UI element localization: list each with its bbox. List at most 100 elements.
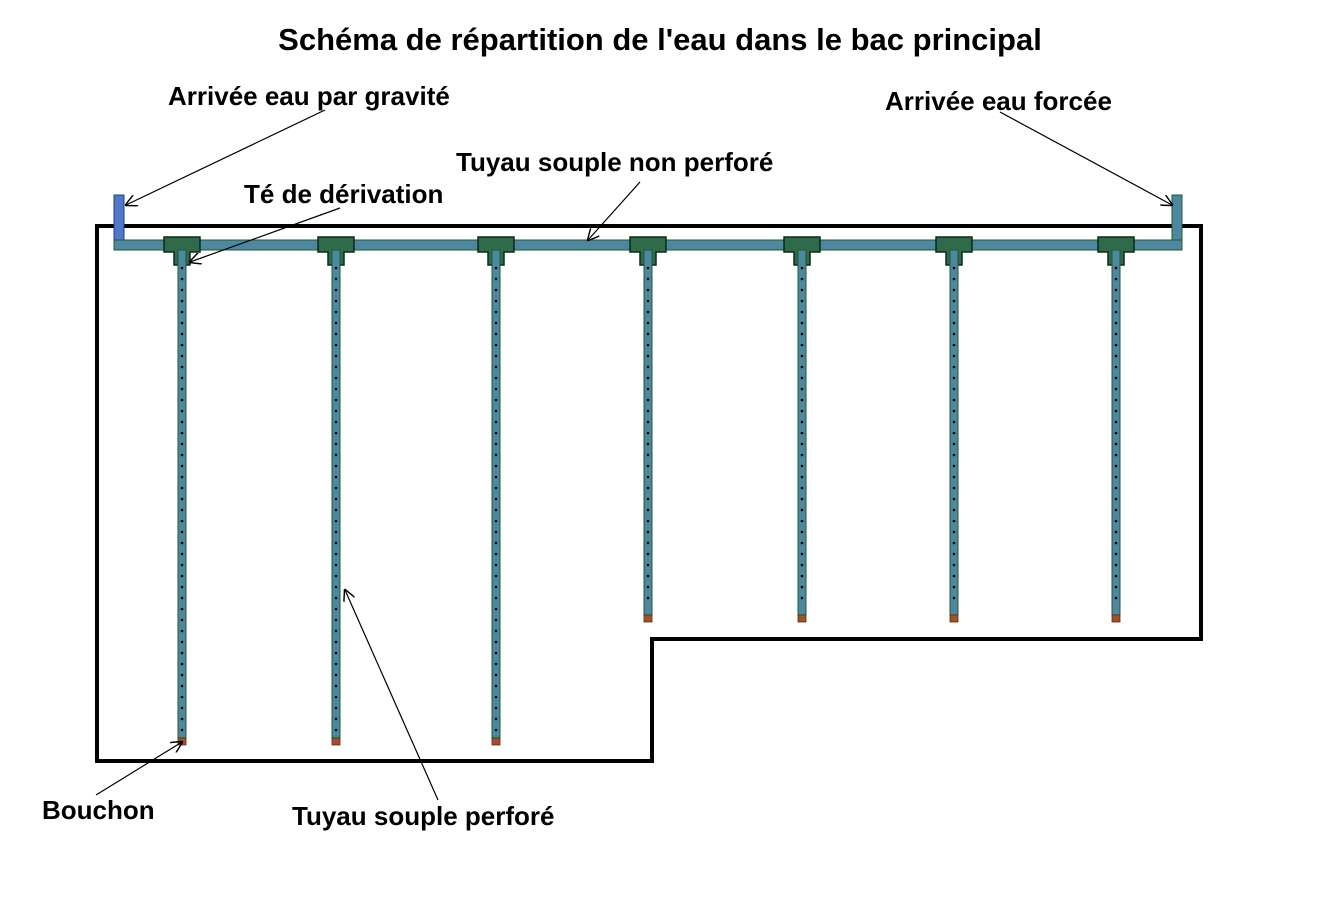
perforation-hole xyxy=(494,409,498,413)
perforation-hole xyxy=(800,585,804,589)
perforation-hole xyxy=(646,519,650,523)
perforation-hole xyxy=(646,343,650,347)
perforation-hole xyxy=(334,706,338,710)
perforation-hole xyxy=(800,321,804,325)
perforation-hole xyxy=(494,541,498,545)
perforation-hole xyxy=(646,321,650,325)
perforation-hole xyxy=(494,607,498,611)
arrow-gravity-inlet xyxy=(126,109,326,205)
perforation-hole xyxy=(1114,310,1118,314)
label-plug: Bouchon xyxy=(42,795,155,825)
perforation-hole xyxy=(334,464,338,468)
perforation-hole xyxy=(494,321,498,325)
perforation-hole xyxy=(494,552,498,556)
perforation-hole xyxy=(180,321,184,325)
perforation-hole xyxy=(180,651,184,655)
perforation-hole xyxy=(800,530,804,534)
perforation-hole xyxy=(180,453,184,457)
perforation-hole xyxy=(334,563,338,567)
perforation-hole xyxy=(334,277,338,281)
perforation-hole xyxy=(1114,442,1118,446)
perforation-hole xyxy=(180,629,184,633)
perforation-hole xyxy=(180,365,184,369)
perforation-hole xyxy=(180,486,184,490)
perforation-hole xyxy=(646,464,650,468)
perforation-hole xyxy=(646,486,650,490)
perforation-hole xyxy=(646,453,650,457)
perforation-hole xyxy=(494,706,498,710)
perforation-hole xyxy=(952,420,956,424)
perforation-hole xyxy=(180,442,184,446)
perforation-hole xyxy=(952,431,956,435)
perforation-hole xyxy=(334,541,338,545)
perforation-hole xyxy=(334,574,338,578)
perforation-hole xyxy=(334,684,338,688)
perforation-hole xyxy=(494,332,498,336)
perforation-hole xyxy=(334,530,338,534)
perforation-hole xyxy=(646,299,650,303)
perforation-hole xyxy=(952,442,956,446)
perforation-hole xyxy=(952,464,956,468)
perforation-hole xyxy=(334,618,338,622)
perforation-hole xyxy=(180,695,184,699)
perforation-hole xyxy=(334,607,338,611)
perforation-hole xyxy=(180,288,184,292)
perforation-hole xyxy=(494,629,498,633)
perforation-hole xyxy=(1114,299,1118,303)
perforation-hole xyxy=(180,563,184,567)
arrow-forced-inlet xyxy=(999,111,1172,205)
perforation-hole xyxy=(1114,486,1118,490)
perforation-hole xyxy=(800,442,804,446)
perforation-hole xyxy=(334,376,338,380)
perforation-hole xyxy=(494,277,498,281)
perforation-hole xyxy=(646,596,650,600)
perforation-hole xyxy=(334,640,338,644)
perforation-hole xyxy=(800,563,804,567)
perforation-hole xyxy=(646,563,650,567)
perforation-hole xyxy=(334,332,338,336)
perforation-hole xyxy=(334,288,338,292)
perforation-hole xyxy=(180,299,184,303)
end-plug-4 xyxy=(643,614,653,623)
perforation-hole xyxy=(646,585,650,589)
perforation-hole xyxy=(494,508,498,512)
main-tank-outline xyxy=(95,224,1203,763)
perforation-hole xyxy=(952,508,956,512)
perforation-hole xyxy=(494,354,498,358)
perforation-hole xyxy=(646,574,650,578)
perforation-hole xyxy=(952,343,956,347)
perforation-hole xyxy=(952,486,956,490)
perforation-hole xyxy=(494,596,498,600)
perforation-hole xyxy=(1114,365,1118,369)
perforation-hole xyxy=(494,684,498,688)
perforation-hole xyxy=(180,497,184,501)
perforation-hole xyxy=(800,464,804,468)
perforation-hole xyxy=(180,409,184,413)
perforation-hole xyxy=(494,442,498,446)
perforation-hole xyxy=(180,431,184,435)
perforation-hole xyxy=(952,519,956,523)
perforation-hole xyxy=(180,728,184,732)
perforation-hole xyxy=(800,475,804,479)
perforation-hole xyxy=(334,486,338,490)
perforation-hole xyxy=(334,398,338,402)
perforation-hole xyxy=(952,398,956,402)
perforation-hole xyxy=(494,431,498,435)
perforation-hole xyxy=(494,574,498,578)
diagram-title: Schéma de répartition de l'eau dans le b… xyxy=(278,22,1042,57)
perforation-hole xyxy=(646,420,650,424)
perforation-hole xyxy=(334,497,338,501)
perforation-hole xyxy=(952,266,956,270)
perforation-hole xyxy=(1114,376,1118,380)
perforation-hole xyxy=(494,695,498,699)
perforation-hole xyxy=(1114,387,1118,391)
perforation-hole xyxy=(180,662,184,666)
perforation-hole xyxy=(952,376,956,380)
perforation-hole xyxy=(494,464,498,468)
perforation-hole xyxy=(494,662,498,666)
perforation-hole xyxy=(800,486,804,490)
perforation-hole xyxy=(800,431,804,435)
perforation-hole xyxy=(180,640,184,644)
perforation-hole xyxy=(800,299,804,303)
